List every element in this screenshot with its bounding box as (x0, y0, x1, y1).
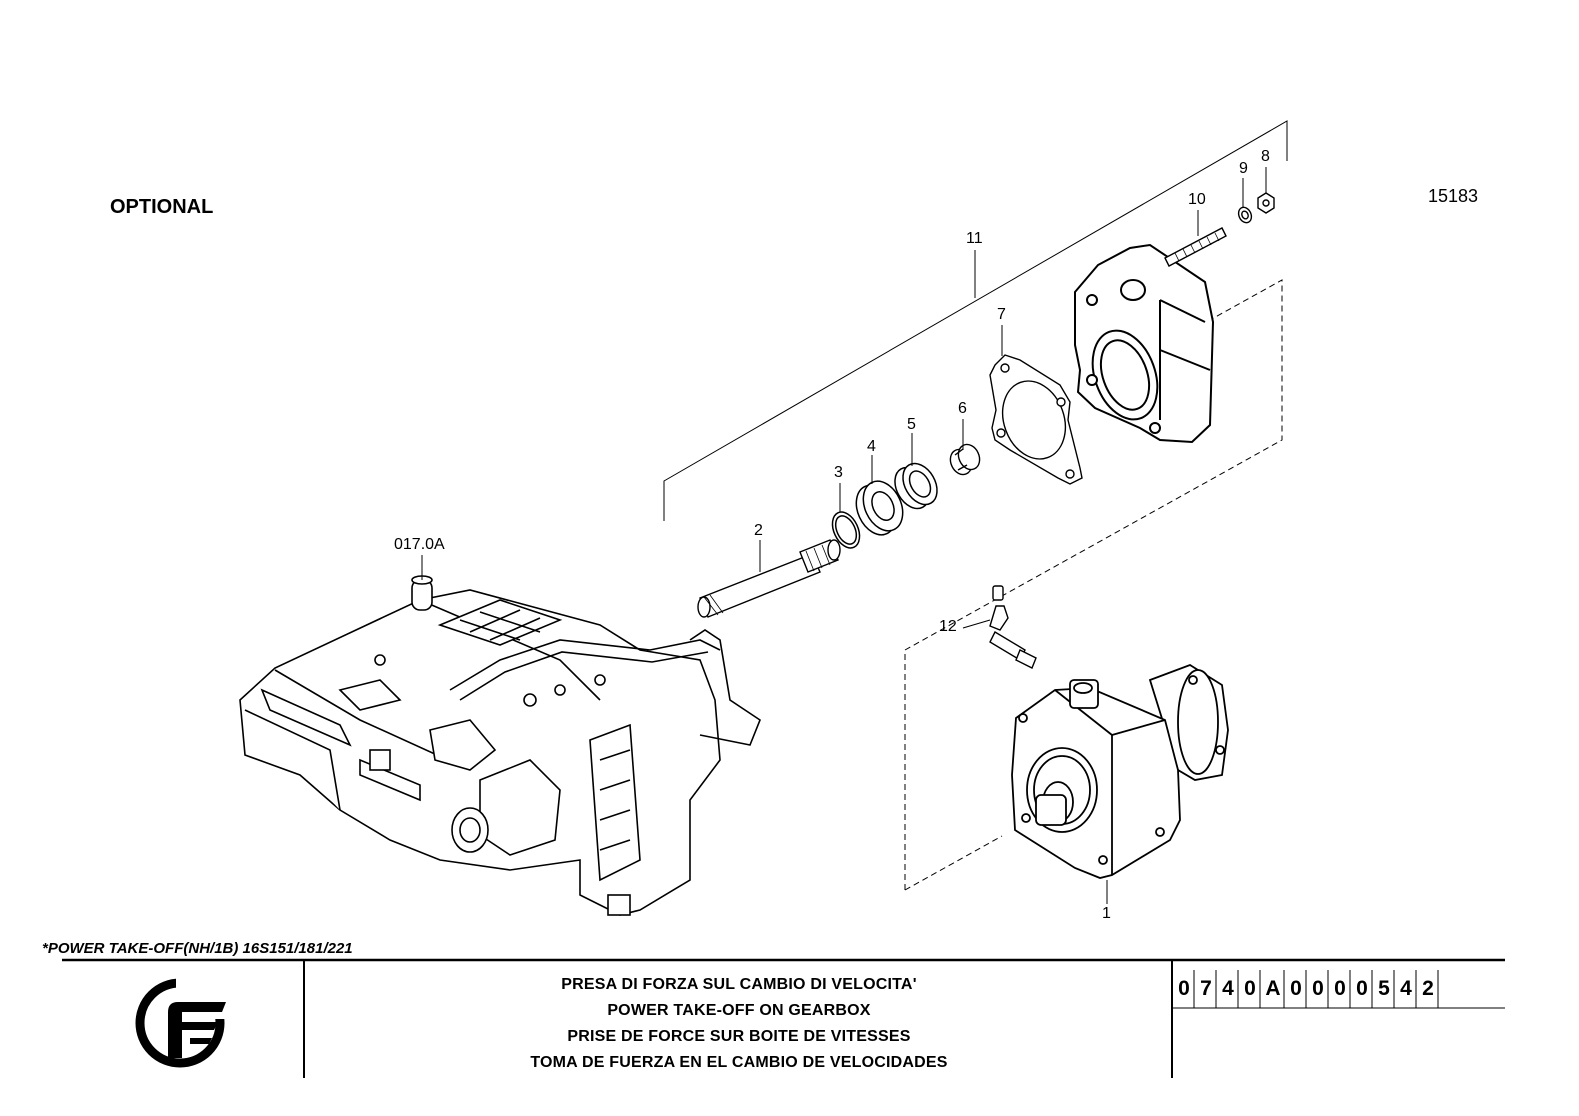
code-char: 0 (1178, 977, 1190, 1000)
callout-6: 6 (958, 400, 967, 417)
title-line-en: POWER TAKE-OFF ON GEARBOX (607, 1002, 871, 1019)
gearbox-assembly (239, 575, 761, 916)
group-bracket-11 (663, 120, 1288, 521)
callout-1: 1 (1102, 905, 1111, 922)
code-char: 4 (1400, 977, 1412, 1000)
code-char: 0 (1290, 977, 1302, 1000)
code-char: 0 (1356, 977, 1368, 1000)
stud-part-10 (1164, 227, 1227, 267)
callout-8: 8 (1261, 148, 1270, 165)
optional-label: OPTIONAL (110, 196, 214, 218)
elbow-fitting-part-12 (989, 585, 1037, 669)
washer-part-9 (1237, 206, 1253, 224)
callout-4: 4 (867, 438, 876, 455)
spacer-part-5 (894, 462, 938, 510)
code-char: 7 (1200, 977, 1212, 1000)
callout-10: 10 (1188, 191, 1206, 208)
gasket-part-7 (989, 354, 1083, 485)
footer-frame (62, 958, 1505, 1078)
brand-logo-icon (135, 977, 236, 1068)
drawing-number: 15183 (1428, 186, 1479, 206)
callout-5: 5 (907, 416, 916, 433)
code-char: 5 (1378, 977, 1390, 1000)
callout-2: 2 (754, 522, 763, 539)
title-line-it: PRESA DI FORZA SUL CAMBIO DI VELOCITA' (561, 976, 917, 993)
callout-ref-group: 017.0A (394, 536, 445, 553)
callout-9: 9 (1239, 160, 1248, 177)
title-line-fr: PRISE DE FORCE SUR BOITE DE VITESSES (567, 1028, 911, 1045)
shaft-part-2 (697, 539, 841, 618)
code-char: 4 (1222, 977, 1234, 1000)
callout-leaders (421, 167, 1267, 904)
callout-11: 11 (966, 230, 983, 247)
cover-housing (1074, 243, 1215, 444)
code-char: 0 (1334, 977, 1346, 1000)
callout-12: 12 (939, 618, 957, 635)
bearing-part-4 (855, 480, 904, 536)
needle-bearing-part-6 (949, 443, 981, 476)
code-char: 0 (1244, 977, 1256, 1000)
dashed-group-bracket (904, 279, 1283, 891)
footer-subtitle: *POWER TAKE-OFF(NH/1B) 16S151/181/221 (42, 940, 353, 957)
code-char: 0 (1312, 977, 1324, 1000)
code-char: 2 (1422, 977, 1434, 1000)
callout-3: 3 (834, 464, 843, 481)
title-line-es: TOMA DE FUERZA EN EL CAMBIO DE VELOCIDAD… (530, 1054, 948, 1071)
pto-unit-part-1 (1011, 664, 1229, 879)
nut-part-8 (1257, 192, 1275, 214)
snap-ring-part-3 (831, 511, 861, 549)
code-char: A (1265, 977, 1281, 1000)
callout-7: 7 (997, 306, 1006, 323)
